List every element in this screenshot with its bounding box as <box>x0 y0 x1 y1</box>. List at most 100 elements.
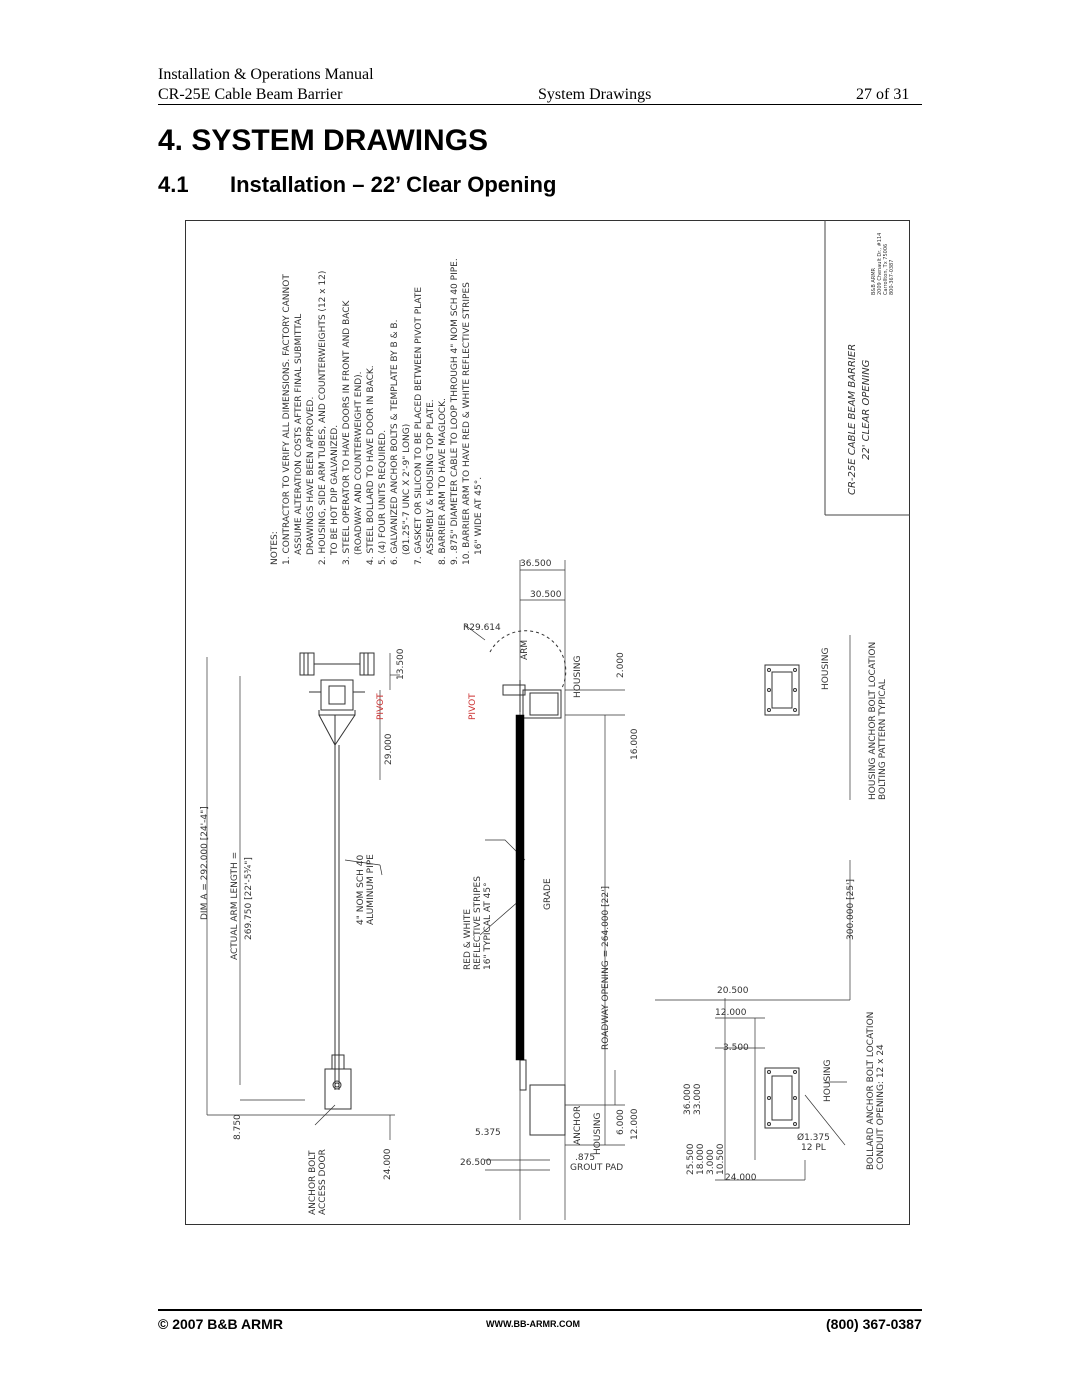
note-2: 2. HOUSING, SIDE ARM TUBES, AND COUNTERW… <box>318 271 328 565</box>
label-grout-pad: GROUT PAD <box>570 1163 623 1173</box>
manual-title: Installation & Operations Manual <box>158 66 374 83</box>
red-white-line3: 16" TYPICAL AT 45° <box>483 882 493 970</box>
dim-6000: 6.000 <box>616 1109 626 1135</box>
note-1: 1. CONTRACTOR TO VERIFY ALL DIMENSIONS. … <box>282 274 292 565</box>
title-block: CR-25E CABLE BEAM BARRIER 22' CLEAR OPEN… <box>847 344 872 495</box>
label-red-white: RED & WHITE REFLECTIVE STRIPES 16" TYPIC… <box>463 876 493 970</box>
svg-text:HOUSING: HOUSING <box>593 1112 603 1155</box>
footer-website[interactable]: WWW.BB-ARMR.COM <box>486 1319 580 1329</box>
label-dim-a: DIM A = 292.000 [24'-4"] <box>200 806 210 920</box>
dim-3500: 3.500 <box>723 1043 749 1053</box>
svg-text:25.500: 25.500 <box>686 1143 696 1175</box>
svg-text:ARM: ARM <box>520 640 530 660</box>
dim-300000: 300.000 [25'] <box>846 879 856 940</box>
label-actual-arm: ACTUAL ARM LENGTH = <box>230 852 240 960</box>
svg-text:24.000: 24.000 <box>383 1148 393 1180</box>
dim-r29614: R29.614 <box>463 623 501 633</box>
red-white-line1: RED & WHITE <box>463 909 473 970</box>
anchor-bolt-line2: ACCESS DOOR <box>318 1149 328 1215</box>
note-7: 7. GASKET OR SILICON TO BE PLACED BETWEE… <box>414 287 424 565</box>
svg-text:8.750: 8.750 <box>233 1114 243 1140</box>
svg-text:ANCHOR: ANCHOR <box>573 1106 583 1145</box>
dim-2000: 2.000 <box>616 652 626 678</box>
red-white-line2: REFLECTIVE STRIPES <box>473 876 483 970</box>
note-9: 9. .875" DIAMETER CABLE TO LOOP THROUGH … <box>450 258 460 565</box>
label-housing-top: HOUSING <box>573 655 583 698</box>
note-4: 4. STEEL BOLLARD TO HAVE DOOR IN BACK. <box>366 365 376 565</box>
label-anchor: ANCHOR <box>573 1106 583 1145</box>
drawing-frame <box>185 220 910 1225</box>
svg-text:33.000: 33.000 <box>693 1083 703 1115</box>
label-pipe: 4" NOM SCH 40 ALUMINUM PIPE <box>356 854 376 925</box>
label-roadway: ROADWAY OPENING = 264.000 [22'] <box>601 886 611 1050</box>
product-name: CR-25E Cable Beam Barrier <box>158 86 343 103</box>
svg-text:269.750 [22'-5¾"]: 269.750 [22'-5¾"] <box>244 857 254 940</box>
svg-text:6.000: 6.000 <box>616 1109 626 1135</box>
svg-text:HOUSING: HOUSING <box>573 655 583 698</box>
dim-29000: 29.000 <box>384 733 394 765</box>
label-housing-right: HOUSING <box>821 647 831 690</box>
dim-24000-left: 24.000 <box>383 1148 393 1180</box>
dim-36500: 36.500 <box>520 559 552 569</box>
housing-anchor-line2: BOLTING PATTERN TYPICAL <box>878 679 888 800</box>
dim-18000: 18.000 <box>696 1143 706 1175</box>
note-2b: TO BE HOT DIP GALVANIZED. <box>330 425 340 556</box>
dim-12000-right: 12.000 <box>715 1008 747 1018</box>
dim-8750: 8.750 <box>233 1114 243 1140</box>
pipe-line1: 4" NOM SCH 40 <box>356 854 366 925</box>
label-housing-bottom: HOUSING <box>593 1112 603 1155</box>
svg-text:12.000: 12.000 <box>630 1108 640 1140</box>
label-anchor-bolt: ANCHOR BOLT ACCESS DOOR <box>308 1149 328 1215</box>
dim-1375: Ø1.375 <box>797 1132 830 1143</box>
pipe-line2: ALUMINUM PIPE <box>366 854 376 925</box>
dim-3000: 3.000 <box>706 1149 716 1175</box>
title-block-subtitle: 22' CLEAR OPENING <box>861 359 872 460</box>
striped-barrier-arm <box>515 714 525 1061</box>
svg-text:13.500: 13.500 <box>396 648 406 680</box>
dim-12000-mid: 12.000 <box>630 1108 640 1140</box>
note-8: 8. BARRIER ARM TO HAVE MAGLOCK. <box>438 398 448 565</box>
note-6: 6. GALVANIZED ANCHOR BOLTS & TEMPLATE BY… <box>390 320 400 565</box>
bollard-anchor-line1: BOLLARD ANCHOR BOLT LOCATION <box>866 1012 876 1170</box>
note-6b: (Ø1.25"-7 UNC X 2'-9" LONG) <box>401 424 412 555</box>
notes-title: NOTES: <box>270 531 280 565</box>
dim-25500: 25.500 <box>686 1143 696 1175</box>
dim-16000: 16.000 <box>630 728 640 760</box>
note-10b: 16" WIDE AT 45°. <box>474 477 484 555</box>
svg-text:HOUSING: HOUSING <box>823 1059 833 1102</box>
company-phone: 800-367-0387 <box>889 260 895 295</box>
subsection-number: 4.1 <box>158 172 189 197</box>
arm-elevation-view <box>464 560 625 1220</box>
anchor-bolt-line1: ANCHOR BOLT <box>308 1150 318 1215</box>
note-3b: (ROADWAY AND COUNTERWEIGHT END). <box>354 371 364 555</box>
page-number: 27 of 31 <box>856 86 910 103</box>
dim-20500: 20.500 <box>717 986 749 996</box>
footer-rule <box>158 1309 922 1311</box>
footer-copyright: © 2007 B&B ARMR <box>158 1316 283 1332</box>
label-housing-bollard: HOUSING <box>823 1059 833 1102</box>
svg-text:PIVOT: PIVOT <box>376 693 386 720</box>
label-pivot-mid: PIVOT <box>468 693 478 720</box>
header-rule <box>158 104 922 105</box>
note-10: 10. BARRIER ARM TO HAVE RED & WHITE REFL… <box>462 282 472 565</box>
section-name: System Drawings <box>538 86 652 103</box>
label-bollard-anchor: BOLLARD ANCHOR BOLT LOCATION CONDUIT OPE… <box>866 1012 886 1170</box>
note-5: 5. (4) FOUR UNITS REQUIRED. <box>378 430 388 565</box>
company-address2: Carrollton, Tx 75006 <box>883 244 889 295</box>
company-name: B&B ARMR <box>871 267 877 295</box>
bollard-anchor-line2: CONDUIT OPENING: 12 x 24 <box>876 1044 886 1170</box>
system-drawing: CR-25E CABLE BEAM BARRIER 22' CLEAR OPEN… <box>200 220 910 1220</box>
svg-text:ACTUAL ARM LENGTH =: ACTUAL ARM LENGTH = <box>230 852 240 960</box>
title-block-company: B&B ARMR 2009 Chenault Dr., #114 Carroll… <box>871 233 895 295</box>
dim-36000: 36.000 <box>683 1083 693 1115</box>
svg-text:PIVOT: PIVOT <box>468 693 478 720</box>
title-block-title: CR-25E CABLE BEAM BARRIER <box>847 344 858 495</box>
note-3: 3. STEEL OPERATOR TO HAVE DOORS IN FRONT… <box>342 299 352 565</box>
notes-block: NOTES: 1. CONTRACTOR TO VERIFY ALL DIMEN… <box>270 258 484 565</box>
dim-13500: 13.500 <box>396 648 406 680</box>
dim-33000: 33.000 <box>693 1083 703 1115</box>
label-housing-anchor: HOUSING ANCHOR BOLT LOCATION BOLTING PAT… <box>868 642 888 800</box>
svg-text:ROADWAY OPENING = 264.000 [22': ROADWAY OPENING = 264.000 [22'] <box>601 886 611 1050</box>
housing-bolt-pattern <box>655 635 851 1001</box>
dim-30500: 30.500 <box>530 590 562 600</box>
